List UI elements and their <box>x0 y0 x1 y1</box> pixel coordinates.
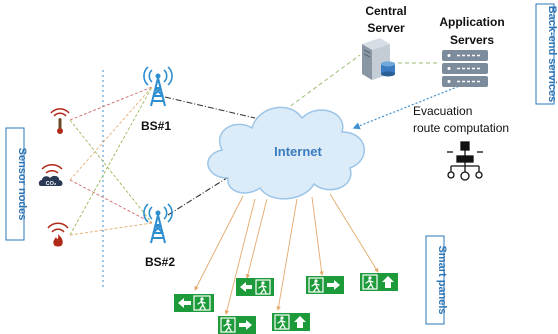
thermometer-sensor-icon <box>50 108 70 134</box>
exit-up-sign-icon <box>272 313 310 331</box>
back-end-services-label: Back-end services <box>546 6 558 103</box>
co2-sensor-icon: CO₂ <box>38 164 63 187</box>
server-icon <box>362 38 395 80</box>
panel-links <box>194 193 379 315</box>
bs1-label: BS#1 <box>141 119 171 133</box>
exit-right-sign-icon <box>306 276 344 294</box>
central-server-label-line2: Server <box>367 21 405 35</box>
co2-label: CO₂ <box>46 181 57 187</box>
evacuation-label-line1: Evacuation <box>413 104 472 118</box>
exit-right-sign-icon <box>218 316 256 334</box>
app-to-internet-arrow <box>352 84 463 130</box>
back-end-services-box: Back-end services <box>535 3 558 105</box>
sensor-links <box>69 86 153 236</box>
internet-cloud: Internet <box>207 106 366 200</box>
flame-sensor-icon <box>47 222 69 247</box>
internet-label: Internet <box>274 144 322 159</box>
sensor-nodes-label: Sensor nodes <box>16 148 28 221</box>
smart-panels-box: Smart panels <box>425 235 448 325</box>
application-servers-label-line2: Servers <box>450 33 494 47</box>
exit-left-sign-icon <box>174 294 214 312</box>
evacuation-label-line2: route computation <box>413 121 509 135</box>
cell-tower-icon <box>143 66 173 107</box>
bs2-label: BS#2 <box>145 255 175 269</box>
flowchart-icon <box>447 141 483 181</box>
bs2-link <box>167 175 231 216</box>
smart-panels-label: Smart panels <box>436 245 448 314</box>
central-server-label-line1: Central <box>365 4 406 18</box>
cell-tower-icon <box>143 203 173 244</box>
exit-left-sign-icon <box>236 278 274 296</box>
server-link <box>284 54 361 111</box>
bs1-link <box>164 96 256 119</box>
application-servers-label-line1: Application <box>439 15 504 29</box>
sensor-nodes-box: Sensor nodes <box>5 127 28 241</box>
exit-up-sign-icon <box>360 273 398 291</box>
server-rack-icon <box>442 50 488 87</box>
